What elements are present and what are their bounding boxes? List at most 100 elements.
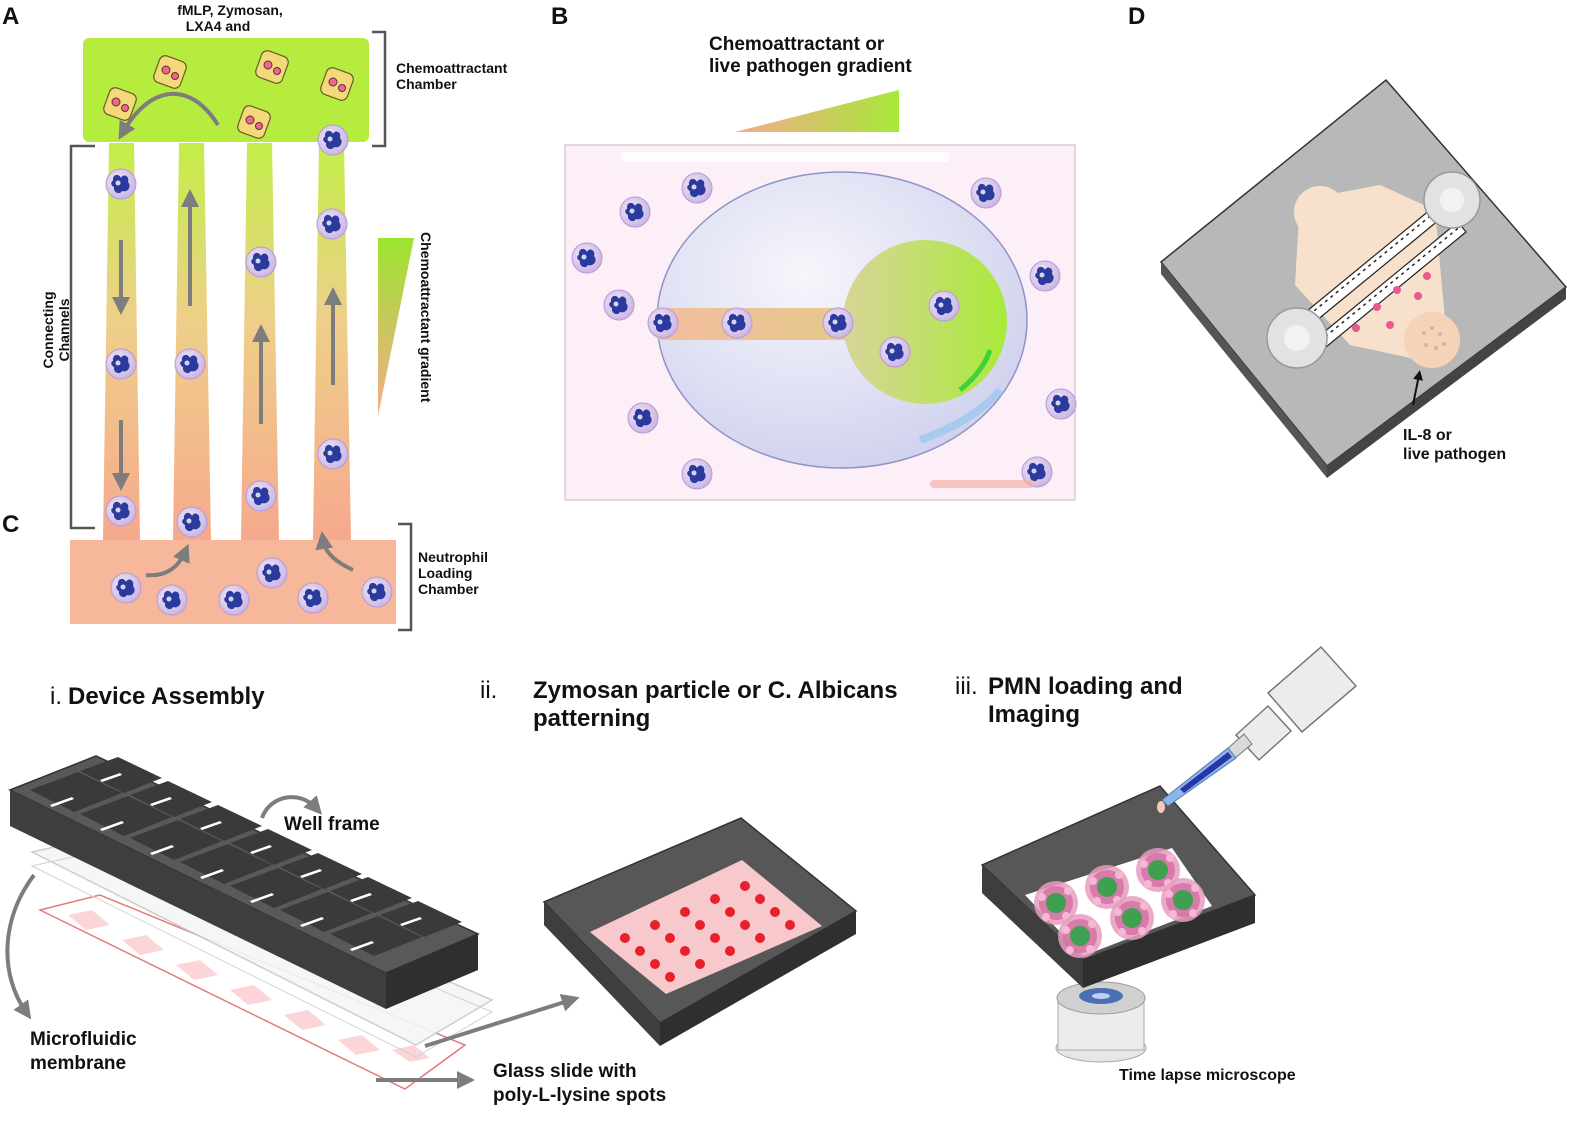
slide-edge — [1161, 262, 1327, 478]
step-3-numeral: iii. — [955, 673, 978, 700]
neutrophil-icon — [647, 307, 679, 339]
slide-edge — [1327, 287, 1566, 478]
panel-b: B Chemoattractant or live pathogen gradi… — [551, 3, 1077, 501]
microchannels — [1295, 204, 1467, 348]
pipette — [1157, 645, 1358, 813]
well-slots — [50, 773, 422, 951]
neutrophil-icon — [627, 402, 659, 434]
step-2-title-line-2: patterning — [533, 705, 650, 732]
step-3-title-line-2: Imaging — [988, 701, 1080, 728]
inlet-well — [1404, 312, 1460, 368]
step-2-title-line-1: Zymosan particle or C. Albicans — [533, 677, 898, 704]
well-frame-label: Well frame — [284, 814, 380, 835]
neutrophil-icon — [317, 438, 349, 470]
edge-highlight — [620, 152, 950, 162]
patterning-well-side — [544, 902, 660, 1046]
reverse-migration-arrow — [118, 91, 220, 140]
imaging-well-side — [1083, 895, 1255, 988]
pathogen-gradient-label-line-1: Chemoattractant or — [709, 34, 885, 55]
connecting-channels — [103, 143, 351, 540]
neutrophil-icon — [174, 348, 206, 380]
chemoattractant-chamber-label-line-1: Chemoattractant — [396, 60, 508, 76]
neutrophil-icon — [317, 124, 349, 156]
chemoattractant-list-line-1: fMLP, Zymosan, — [177, 2, 283, 18]
neutrophil-icon — [970, 177, 1002, 209]
panel-d: D IL-8 or live pathogen — [1128, 3, 1568, 478]
chemoattractant-chamber — [83, 38, 369, 142]
neutrophil-icon — [105, 348, 137, 380]
neutrophil-icon — [603, 289, 635, 321]
neutrophil-icon — [176, 506, 208, 538]
chemoattractant-chamber-label-line-2: Chamber — [396, 76, 457, 92]
microscope-label: Time lapse microscope — [1119, 1067, 1296, 1084]
pathogen-chamber — [843, 240, 1007, 404]
outline-reflection — [918, 387, 1004, 444]
patterning-well-side — [660, 911, 856, 1046]
migration-arrows — [112, 189, 354, 578]
glass-slide-label-line-1: Glass slide with — [493, 1061, 637, 1082]
neutrophil-swarm-icon — [1058, 914, 1102, 958]
assembly-to-step-2-arrow — [424, 994, 580, 1048]
neutrophil-icon — [928, 290, 960, 322]
membrane-label-line-2: membrane — [30, 1053, 126, 1074]
neutrophil-swarm-icon — [1161, 878, 1205, 922]
loading-chamber-bracket — [398, 522, 413, 632]
neutrophil-icon — [721, 307, 753, 339]
panel-c: C i. Device Assembly — [2, 511, 1358, 1106]
neutrophil-icon — [571, 242, 603, 274]
connecting-channels-label: Connecting Channels — [40, 292, 72, 369]
neutrophil-swarm-icon — [1110, 896, 1154, 940]
neutrophil-icon — [156, 584, 188, 616]
well-frame-side — [10, 790, 386, 1009]
imaging-well-side — [982, 865, 1083, 988]
il8-label-line-2: live pathogen — [1403, 446, 1506, 463]
neutrophil-icon — [822, 307, 854, 339]
cell-dots — [1352, 272, 1431, 332]
il8-label-line-1: IL-8 or — [1403, 427, 1452, 444]
neutrophil-icon — [681, 458, 713, 490]
microscope-objective — [1055, 981, 1147, 1063]
outlet-port — [1284, 325, 1310, 351]
neutrophil-icon — [105, 495, 137, 527]
connecting-channels-bracket — [69, 144, 95, 530]
loading-chamber-label-line-2: Loading — [418, 565, 472, 581]
panel-a: A fMLP, Zymosan, LXA4 and — [2, 2, 508, 632]
patterning-slide — [590, 860, 822, 994]
neutrophil-icon — [256, 557, 288, 589]
neutrophil-icon — [245, 480, 277, 512]
lysine-spots — [68, 910, 430, 1062]
device-lobe — [1294, 186, 1346, 238]
chemoattractant-gradient-label: Chemoattractant gradient — [418, 232, 434, 403]
inlet-pointer-arrow — [1412, 370, 1423, 406]
neutrophil-icon — [218, 584, 250, 616]
panel-c-letter: C — [2, 511, 19, 538]
step-1-numeral: i. — [50, 683, 62, 710]
neutrophil-icon — [1029, 260, 1061, 292]
inlet-port — [1440, 188, 1464, 212]
well-frame-arrow — [260, 795, 322, 819]
neutrophil-icon — [361, 576, 393, 608]
membrane-label-line-1: Microfluidic — [30, 1029, 137, 1050]
membrane-arrow — [5, 873, 36, 1020]
step-3-title-line-1: PMN loading and — [988, 673, 1183, 700]
glass-slide-label-line-2: poly-L-lysine spots — [493, 1085, 666, 1106]
svg-text:Channels: Channels — [56, 298, 72, 361]
chemoattractant-list-line-2: LXA4 and — [186, 18, 251, 34]
svg-text:Connecting: Connecting — [40, 292, 56, 369]
well-frame-side — [386, 934, 478, 1009]
edge-highlight — [930, 480, 1035, 488]
poly-l-lysine-spots — [620, 881, 795, 982]
panel-b-letter: B — [551, 3, 568, 30]
step-1-title: Device Assembly — [68, 683, 265, 710]
neutrophil-icon — [105, 168, 137, 200]
gradient-triangle — [378, 238, 414, 416]
loading-chamber-label-line-1: Neutrophil — [418, 549, 488, 565]
chemoattractant-chamber-bracket — [372, 30, 387, 148]
neutrophil-icon — [297, 582, 329, 614]
inlet-dots — [1422, 326, 1446, 350]
neutrophil-icon — [110, 572, 142, 604]
pathogen-gradient-label-line-2: live pathogen gradient — [709, 56, 912, 77]
panel-d-letter: D — [1128, 3, 1145, 30]
neutrophil-icon — [681, 172, 713, 204]
